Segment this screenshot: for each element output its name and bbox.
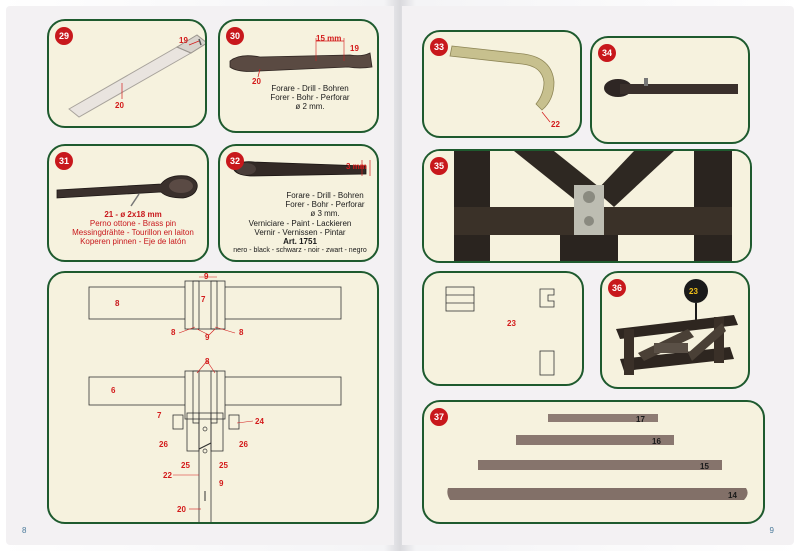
step-29-illustration [68, 34, 205, 118]
part-label-6: 6 [111, 386, 116, 395]
right-page: 33 22 34 35 [402, 6, 794, 545]
part-label-9-bottom: 9 [205, 333, 210, 342]
step-badge: 30 [226, 27, 244, 45]
left-page: 29 19 20 30 15 mm 19 20 [6, 6, 394, 545]
drill-instructions: Forare - Drill - Bohren Forer - Bohr - P… [285, 191, 365, 218]
step-36-illustration [616, 279, 738, 375]
step-37-panel: 37 17 16 15 14 [422, 400, 765, 524]
assembly-diagram-panel: 9 8 7 8 9 8 8 6 7 24 26 26 25 25 22 9 20 [47, 271, 379, 524]
part-label-25-right: 25 [219, 461, 228, 470]
dimension-15mm: 15 mm [316, 34, 342, 43]
step-34-illustration [604, 78, 738, 97]
part-label-17: 17 [636, 415, 645, 424]
part-label-20: 20 [177, 505, 186, 514]
step-35-illustration [424, 151, 750, 261]
step-badge: 29 [55, 27, 73, 45]
step-30-illustration [229, 38, 373, 78]
part-23-outline [445, 286, 555, 376]
part-label-25-left: 25 [181, 461, 190, 470]
part-label-9-top: 9 [204, 272, 209, 281]
step-badge: 33 [430, 38, 448, 56]
part-label-26-right: 26 [239, 440, 248, 449]
assembly-diagram [88, 276, 342, 522]
part-label-20: 20 [252, 77, 261, 86]
part-label-16: 16 [652, 437, 661, 446]
part-label-15: 15 [700, 462, 709, 471]
part-label-23: 23 [689, 287, 698, 296]
part-label-14: 14 [728, 491, 737, 500]
step-32-panel: 32 3 mm Forare - Drill - Bohren Forer - … [218, 144, 379, 262]
drill-instructions: Forare - Drill - Bohren Forer - Bohr - P… [270, 84, 350, 111]
page-number-right: 9 [769, 526, 774, 535]
step-32-illustration [233, 160, 371, 177]
step-badge: 37 [430, 408, 448, 426]
part-label-22: 22 [163, 471, 172, 480]
step-37-illustration [447, 414, 748, 500]
step-36-panel: 36 23 [600, 271, 750, 389]
paint-instructions: Verniciare - Paint - Lackieren Vernir - … [233, 219, 367, 254]
part-label-8-bl: 8 [171, 328, 176, 337]
step-34-panel: 34 [590, 36, 750, 144]
step-33-panel: 33 22 [422, 30, 582, 138]
part-label-8-br: 8 [239, 328, 244, 337]
part-label-7-top: 7 [201, 295, 206, 304]
part-label-7-mid: 7 [157, 411, 162, 420]
step-31-panel: 31 21 - ø 2x18 mm Perno ottone - Brass p… [47, 144, 209, 262]
dimension-3mm: 3 mm [346, 162, 367, 171]
part-label-8-mid: 8 [205, 357, 210, 366]
part-label-19: 19 [179, 36, 188, 45]
part-label-24: 24 [255, 417, 264, 426]
step-31-illustration [56, 175, 198, 207]
step-33-illustration [449, 45, 555, 123]
step-badge: 32 [226, 152, 244, 170]
part-label-23: 23 [507, 319, 516, 328]
part-label-9-lower: 9 [219, 479, 224, 488]
step-35-panel: 35 [422, 149, 752, 263]
step-badge: 31 [55, 152, 73, 170]
part-label-20: 20 [115, 101, 124, 110]
step-badge: 35 [430, 157, 448, 175]
step-29-panel: 29 19 20 [47, 19, 207, 128]
step-badge: 34 [598, 44, 616, 62]
brass-pin-note: 21 - ø 2x18 mm Perno ottone - Brass pin … [72, 210, 194, 246]
step-badge: 36 [608, 279, 626, 297]
page-number-left: 8 [22, 526, 27, 535]
part-label-8-left: 8 [115, 299, 120, 308]
part-23-diagram-panel: 23 [422, 271, 584, 386]
part-label-22: 22 [551, 120, 560, 129]
part-label-19: 19 [350, 44, 359, 53]
part-label-26-left: 26 [159, 440, 168, 449]
step-30-panel: 30 15 mm 19 20 Forare - Drill - Bohren F… [218, 19, 379, 133]
